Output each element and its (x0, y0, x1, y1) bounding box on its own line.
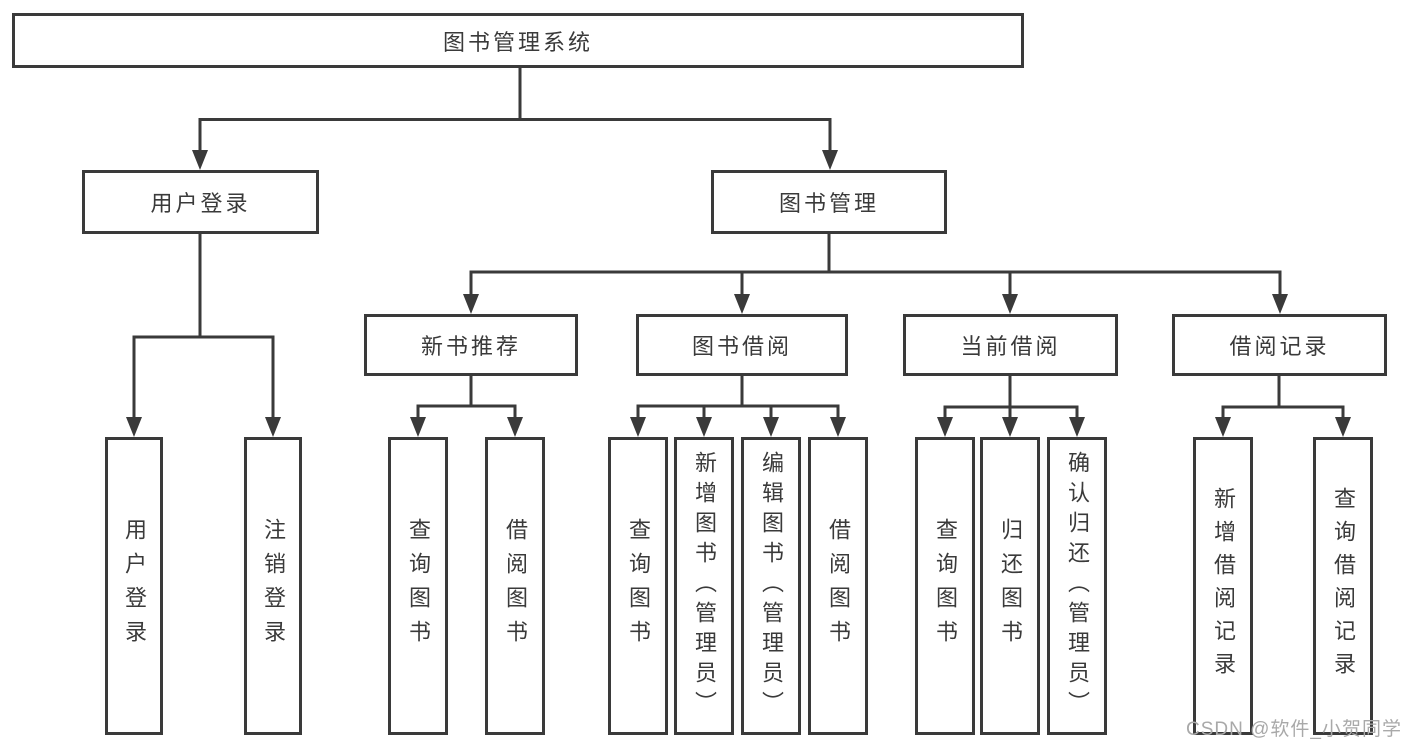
node-label: 查询图书 (406, 518, 431, 654)
leaf-current-confirm-return-admin: 确认归还（管理员） (1047, 437, 1107, 735)
watermark: CSDN @软件_小贺同学 (1186, 719, 1402, 740)
node-label: 新增借阅记录 (1211, 487, 1236, 685)
node-label: 查询借阅记录 (1331, 487, 1356, 685)
node-label: 当前借阅 (960, 334, 1061, 359)
node-current-borrow: 当前借阅 (903, 314, 1118, 376)
leaf-current-return-books: 归还图书 (980, 437, 1040, 735)
leaf-borrow-borrow-books: 借阅图书 (808, 437, 868, 735)
leaf-records-query-record: 查询借阅记录 (1313, 437, 1373, 735)
connector-paths (132, 68, 1345, 419)
leaf-current-query-books: 查询图书 (915, 437, 975, 735)
leaf-newbooks-query-books: 查询图书 (388, 437, 448, 735)
node-label: 确认归还（管理员） (1065, 451, 1090, 721)
node-user-login: 用户登录 (82, 170, 319, 234)
node-label: 借阅图书 (503, 518, 528, 654)
node-label: 新书推荐 (420, 334, 521, 359)
leaf-logout: 注销登录 (244, 437, 302, 735)
node-label: 图书管理系统 (442, 29, 593, 55)
node-label: 借阅记录 (1229, 334, 1330, 359)
leaf-user-login: 用户登录 (105, 437, 163, 735)
node-label: 用户登录 (122, 518, 147, 654)
node-label: 查询图书 (933, 518, 958, 654)
node-label: 注销登录 (261, 518, 286, 654)
node-new-book-recommend: 新书推荐 (364, 314, 578, 376)
node-label: 图书管理 (778, 191, 879, 216)
node-book-management: 图书管理 (711, 170, 947, 234)
node-book-borrow: 图书借阅 (636, 314, 848, 376)
node-label: 图书借阅 (691, 334, 792, 359)
node-label: 用户登录 (150, 191, 251, 216)
arrowheads (126, 150, 1351, 437)
node-label: 归还图书 (998, 518, 1023, 654)
leaf-borrow-add-books-admin: 新增图书（管理员） (674, 437, 734, 735)
leaf-borrow-edit-books-admin: 编辑图书（管理员） (741, 437, 801, 735)
leaf-borrow-query-books: 查询图书 (608, 437, 668, 735)
leaf-newbooks-borrow-books: 借阅图书 (485, 437, 545, 735)
node-label: 借阅图书 (826, 518, 851, 654)
node-root: 图书管理系统 (12, 13, 1024, 68)
leaf-records-add-record: 新增借阅记录 (1193, 437, 1253, 735)
node-label: 编辑图书（管理员） (759, 451, 784, 721)
node-borrow-records: 借阅记录 (1172, 314, 1387, 376)
node-label: 新增图书（管理员） (692, 451, 717, 721)
node-label: 查询图书 (626, 518, 651, 654)
